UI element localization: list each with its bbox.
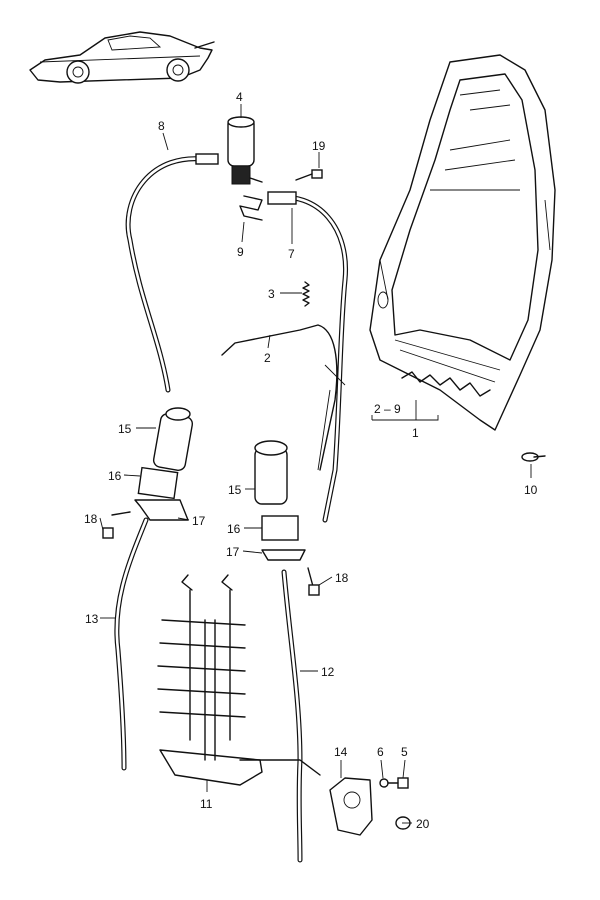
callout-19: 19 <box>312 139 326 153</box>
callout-15-left: 15 <box>118 422 132 436</box>
callout-14: 14 <box>334 745 348 759</box>
callout-10: 10 <box>524 483 538 497</box>
cable-8 <box>125 153 219 393</box>
callout-7: 7 <box>288 247 295 261</box>
callout-16-right: 16 <box>227 522 241 536</box>
callout-13: 13 <box>85 612 99 626</box>
callout-20: 20 <box>416 817 430 831</box>
callout-12: 12 <box>321 665 335 679</box>
washer-6 <box>379 778 389 788</box>
callout-18-right: 18 <box>335 571 349 585</box>
callout-15-right: 15 <box>228 483 242 497</box>
screw-5 <box>387 777 409 789</box>
motor-4 <box>227 116 263 221</box>
cable-13 <box>114 517 149 771</box>
callout-17-right: 17 <box>226 545 240 559</box>
backrest-frame <box>369 54 556 431</box>
motor-15-left <box>102 407 194 539</box>
callout-8: 8 <box>158 119 165 133</box>
callout-5: 5 <box>401 745 408 759</box>
callout-2: 2 <box>264 351 271 365</box>
callout-4: 4 <box>236 90 243 104</box>
cable-7 <box>267 191 349 523</box>
callout-17-left: 17 <box>192 514 206 528</box>
callout-1: 1 <box>412 426 419 440</box>
callout-11: 11 <box>200 797 213 811</box>
callout-3: 3 <box>268 287 275 301</box>
motor-15-right <box>254 440 320 596</box>
callout-18-left: 18 <box>84 512 98 526</box>
callout-9: 9 <box>237 245 244 259</box>
callout-2-9: 2 – 9 <box>374 402 401 416</box>
cable-12 <box>281 569 303 863</box>
callout-16-left: 16 <box>108 469 122 483</box>
rod-2 <box>221 324 346 471</box>
lumbar-support-11 <box>157 574 321 786</box>
spring-3 <box>302 281 310 307</box>
callout-6: 6 <box>377 745 384 759</box>
bolt-19 <box>295 169 323 181</box>
car-thumbnail <box>29 31 215 84</box>
leader-lines <box>99 104 532 824</box>
clip-10 <box>521 452 546 462</box>
gearbox-14 <box>329 777 373 836</box>
